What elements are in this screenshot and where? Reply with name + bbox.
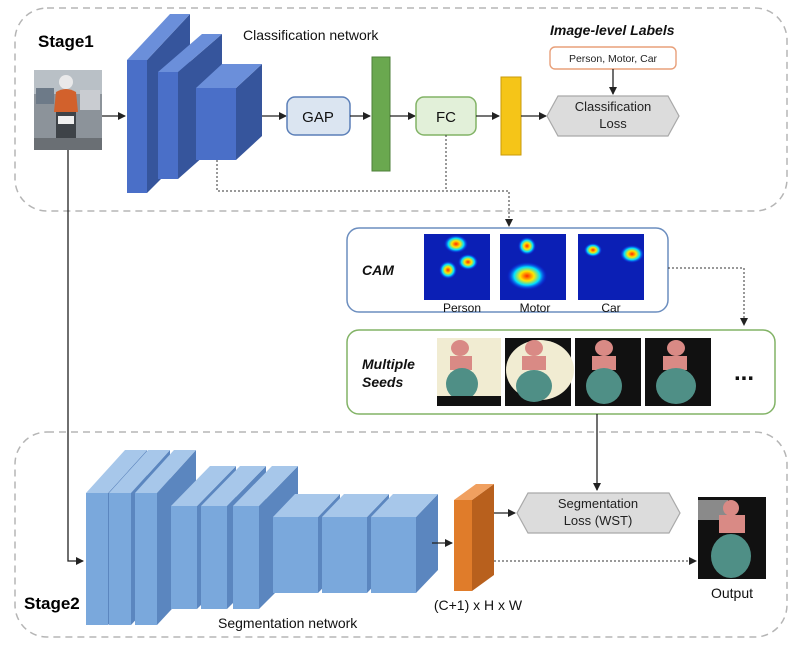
dotted-backbone-to-cam <box>216 160 513 227</box>
stage2-frame <box>14 431 788 638</box>
image-level-labels-title: Image-level Labels <box>550 22 675 38</box>
seed-map-2 <box>505 338 574 406</box>
segmentation-backbone <box>86 450 438 625</box>
cam-map-car <box>578 234 644 300</box>
segmentation-network-label: Segmentation network <box>218 615 358 631</box>
image-level-labels-value: Person, Motor, Car <box>569 53 658 65</box>
segmentation-loss-line2: Loss (WST) <box>564 513 633 528</box>
seed-map-3 <box>575 338 641 406</box>
classification-network-label: Classification network <box>243 27 379 43</box>
seeds-title-line2: Seeds <box>362 374 403 390</box>
input-image <box>34 70 102 150</box>
seed-map-4 <box>645 338 711 406</box>
output-label: Output <box>711 585 753 601</box>
classification-backbone <box>127 14 262 193</box>
seed-map-1 <box>437 338 501 406</box>
fc-label: FC <box>436 109 456 126</box>
seeds-title-line1: Multiple <box>362 356 415 372</box>
output-segmentation-image <box>698 497 766 579</box>
stage1-label: Stage1 <box>38 32 94 51</box>
segmentation-loss-box <box>516 492 681 534</box>
segmentation-loss-line1: Segmentation <box>558 496 638 511</box>
classification-loss-line1: Classification <box>575 99 652 114</box>
cam-map-person <box>424 234 490 300</box>
classification-loss-box <box>546 95 680 137</box>
cam-title: CAM <box>362 262 394 278</box>
stage1-frame <box>14 7 788 212</box>
output-dims-label: (C+1) x H x W <box>434 597 523 613</box>
cam-label-motor: Motor <box>520 301 551 315</box>
gap-label: GAP <box>302 109 334 126</box>
cam-label-person: Person <box>443 301 481 315</box>
pooled-feature-bar <box>371 56 391 172</box>
seeds-ellipsis: ... <box>734 359 754 386</box>
logits-bar <box>500 76 522 156</box>
classification-loss-line2: Loss <box>599 116 627 131</box>
cam-map-motor <box>500 234 566 300</box>
arrow-image-to-segnet <box>67 150 84 565</box>
stage2-label: Stage2 <box>24 594 80 613</box>
class-score-map <box>454 484 494 591</box>
cam-label-car: Car <box>601 301 620 315</box>
dotted-cam-to-seeds <box>668 267 748 326</box>
